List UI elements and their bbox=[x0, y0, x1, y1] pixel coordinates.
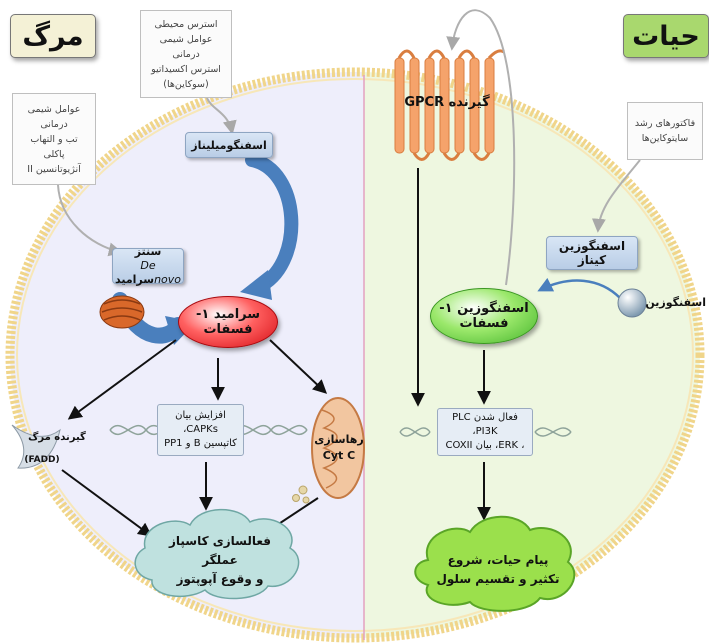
sphk-arrow bbox=[537, 277, 621, 299]
sphingosine-1-phosphate-node: اسفنگوزین ۱-فسفات bbox=[430, 288, 538, 344]
sphingosine-label: اسفنگوزین bbox=[645, 296, 706, 309]
stress-note-line: استرس محیطی bbox=[154, 18, 218, 30]
fadd-label: (FADD) bbox=[24, 455, 60, 465]
drugs-note-line: عوامل شیمی درمانی bbox=[27, 103, 81, 130]
endoplasmic-reticulum-icon bbox=[99, 295, 145, 329]
activation-line: فعال شدن PLC ،PI3K bbox=[452, 412, 518, 437]
life-region bbox=[364, 72, 700, 638]
activation-line: ، ERK، بیان COXII bbox=[445, 440, 525, 451]
ceramide-1-phosphate-node: سرامید ۱-فسفات bbox=[178, 296, 278, 348]
life-title: حیات bbox=[623, 14, 709, 58]
survival-cloud bbox=[414, 515, 576, 612]
survival-signal-text: پیام حیات، شروع تکثیر و تقسیم سلول bbox=[428, 540, 568, 600]
cell-membrane bbox=[5, 67, 705, 643]
caspase-activation-text: فعالسازی کاسپاز عملگر و وقوع آپوپتوز bbox=[150, 530, 290, 590]
stress-factors-note: استرس محیطی عوامل شیمی درمانی استرس اکسی… bbox=[140, 10, 232, 98]
cytc-release-label: رهاسازی Cyt C bbox=[314, 432, 363, 464]
sphingomyelinase-box: اسفنگومیلیناز bbox=[185, 132, 273, 158]
sphingosine-kinase-box: اسفنگوزین کیناز bbox=[546, 236, 638, 270]
death-title: مرگ bbox=[10, 14, 96, 58]
caspase-cloud bbox=[134, 508, 300, 600]
drugs-arrow bbox=[57, 184, 123, 257]
capks-line: افزایش بیان CAPKs، bbox=[175, 410, 226, 435]
ceramide-word: سرامید bbox=[114, 273, 155, 286]
caspase-line: فعالسازی کاسپاز عملگر bbox=[168, 533, 272, 567]
de-novo-label: De novo bbox=[140, 259, 182, 286]
caspase-line: و وقوع آپوپتوز bbox=[176, 571, 264, 586]
activation-box: فعال شدن PLC ،PI3K ، ERK، بیان COXII bbox=[437, 408, 533, 456]
synthesis-label: سنتز bbox=[134, 245, 162, 258]
death-receptor-icon bbox=[11, 424, 61, 469]
chemo-factors-note: عوامل شیمی درمانی تب و التهاب پاکلی آنژی… bbox=[12, 93, 96, 185]
mitochondrion-icon bbox=[292, 397, 365, 504]
stress-note-line: عوامل شیمی درمانی bbox=[159, 33, 213, 60]
stress-note-line: استرس اکسیداتیو bbox=[151, 63, 221, 75]
drugs-note-line: تب و التهاب bbox=[30, 133, 78, 145]
ceramide-to-death-receptor-arrow bbox=[67, 339, 177, 420]
growth-note-line: سایتوکاین‌ها bbox=[641, 133, 689, 144]
de-novo-synthesis-box: سنتز De novoسرامید bbox=[112, 245, 184, 287]
s1p-to-gpcr-arrow bbox=[446, 9, 516, 286]
growth-arrow bbox=[591, 159, 641, 233]
death-receptor-label: گیرنده مرگ bbox=[28, 432, 86, 443]
growth-factors-note: فاکتورهای رشد سایتوکاین‌ها bbox=[627, 102, 703, 160]
gpcr-label: گیرنده GPCR bbox=[404, 95, 490, 110]
cytc-line: رهاسازی bbox=[314, 433, 364, 446]
drugs-note-line: آنژیوتانسین II bbox=[27, 163, 81, 175]
sphingomyelinase-curved-arrow bbox=[245, 153, 299, 292]
gpcr-receptor-icon bbox=[394, 49, 505, 161]
capks-expression-box: افزایش بیان CAPKs، کاتپسین B و PP1 bbox=[157, 404, 244, 456]
growth-note-line: فاکتورهای رشد bbox=[634, 118, 696, 129]
death-receptor-to-caspase-arrow bbox=[61, 469, 153, 537]
sphingosine-icon bbox=[617, 288, 647, 318]
stress-arrow bbox=[206, 97, 237, 135]
stress-note-line: (سوکاین‌ها) bbox=[163, 78, 209, 90]
synthesis-subtitle: De novoسرامید bbox=[113, 259, 183, 287]
capks-line: کاتپسین B و PP1 bbox=[164, 438, 237, 449]
survival-line: پیام حیات، شروع bbox=[447, 553, 549, 567]
ceramide-to-cytc-arrow bbox=[269, 339, 328, 394]
survival-line: تکثیر و تقسیم سلول bbox=[436, 572, 560, 586]
drugs-note-line: پاکلی bbox=[43, 148, 65, 160]
cytc-line: Cyt C bbox=[322, 449, 356, 462]
